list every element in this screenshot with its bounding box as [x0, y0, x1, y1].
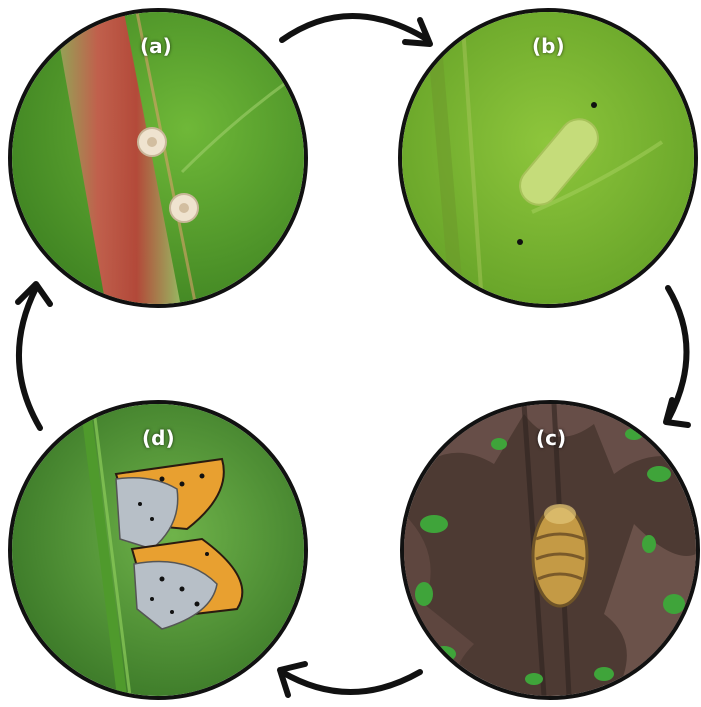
- stage-d-label: (d): [142, 426, 175, 450]
- arrow-b-to-c: [668, 288, 687, 420]
- stage-c-label: (c): [536, 426, 566, 450]
- arrow-d-to-a-head: [18, 284, 50, 304]
- stage-b-label: (b): [532, 34, 565, 58]
- arrow-a-to-b-head: [405, 20, 430, 44]
- arrow-c-to-d: [282, 672, 420, 692]
- stage-b-photo: (b): [398, 8, 698, 308]
- stage-c-photo: (c): [400, 400, 700, 700]
- stage-d-photo: (d): [8, 400, 308, 700]
- arrow-d-to-a: [19, 288, 40, 428]
- stage-a-photo: (a): [8, 8, 308, 308]
- arrow-c-to-d-head: [280, 664, 305, 695]
- stage-a-label: (a): [140, 34, 172, 58]
- arrow-b-to-c-head: [666, 400, 688, 425]
- arrow-a-to-b: [282, 16, 428, 40]
